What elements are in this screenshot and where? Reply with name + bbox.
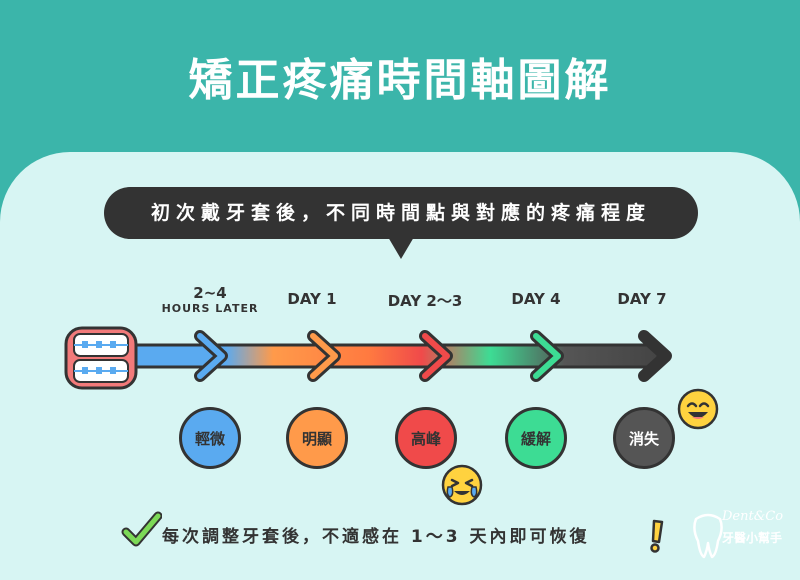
stage-time-sub: HOURS LATER (161, 302, 259, 315)
pain-circle-4: 消失 (613, 407, 675, 469)
stage-time: DAY 7 (617, 290, 667, 308)
arrow-marker-1-fill (310, 333, 338, 379)
tooth-logo-icon (693, 513, 723, 559)
arrow-marker-0-fill (197, 333, 225, 379)
crying-face-icon (441, 464, 483, 506)
arrow-marker-3-fill (533, 333, 561, 379)
stage-time: DAY 2～3 (387, 292, 463, 310)
arrow-marker-2-fill (422, 333, 450, 379)
stage-label-4: DAY 7 (592, 290, 692, 308)
teeth-braces-icon (64, 326, 138, 390)
page-title: 矯正疼痛時間軸圖解 (188, 55, 612, 106)
check-icon (121, 511, 162, 547)
smiling-face-icon (677, 388, 719, 430)
pain-circle-0: 輕微 (179, 407, 241, 469)
pain-circle-1: 明顯 (286, 407, 348, 469)
stage-time: DAY 4 (511, 290, 561, 308)
stage-time: 2~4 (193, 284, 227, 302)
stage-label-2: DAY 2～3 (365, 290, 485, 311)
stage-time: DAY 1 (287, 290, 337, 308)
timeline-bar (64, 326, 672, 390)
brand-subname: 牙醫小幫手 (722, 531, 783, 545)
stage-label-0: 2~4 HOURS LATER (150, 284, 270, 315)
footer-note: 每次調整牙套後，不適感在 1～3 天內即可恢復 (162, 527, 590, 547)
stage-label-3: DAY 4 (486, 290, 586, 308)
stage-label-1: DAY 1 (262, 290, 362, 308)
subtitle-bubble: 初次戴牙套後，不同時間點與對應的疼痛程度 (104, 187, 698, 239)
exclamation-icon (650, 519, 664, 553)
brand-logo: Dent&Co 牙醫小幫手 (692, 505, 792, 565)
pain-circle-2: 高峰 (395, 407, 457, 469)
arrow-marker-4 (638, 330, 672, 382)
brand-name: Dent&Co (722, 509, 784, 524)
bubble-tail (388, 237, 414, 259)
pain-circle-3: 緩解 (505, 407, 567, 469)
header (0, 0, 800, 160)
